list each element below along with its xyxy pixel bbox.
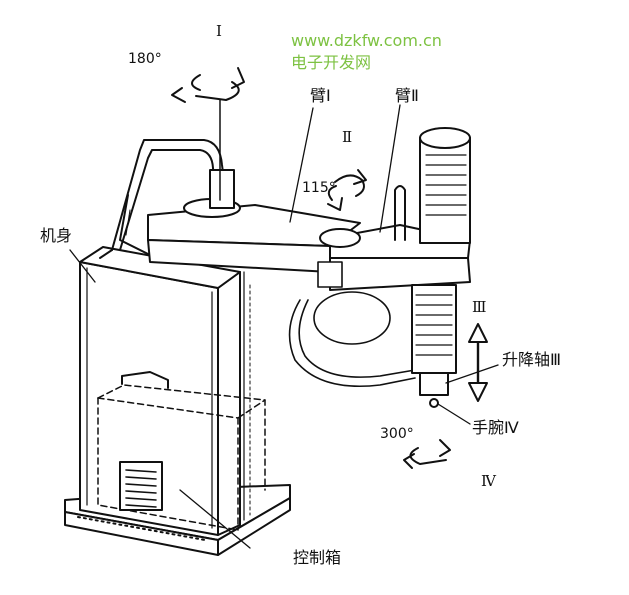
arm-1 [147,99,361,273]
cable-bundle [288,291,416,388]
axis-2-angle: 115° [302,180,336,196]
lift-axis [411,284,457,408]
machine-body [79,246,251,536]
motor-cylinder [419,127,471,244]
arm-2 [317,185,471,291]
axis-1-numeral: Ⅰ [216,22,222,40]
label-arm-2: 臂Ⅱ [395,86,419,105]
rotation-arrow-1 [171,67,245,103]
control-box [97,371,266,531]
label-arm-1: 臂Ⅰ [310,86,331,105]
axis-3-numeral: Ⅲ [472,298,487,316]
watermark-site-name: 电子开发网 [291,53,372,72]
label-machine-body: 机身 [40,226,73,245]
rotation-arrow-2 [327,169,367,211]
cable-loop [99,139,225,261]
label-lift-axis: 升降轴Ⅲ [502,350,562,369]
axis-1-angle: 180° [128,51,162,67]
axis-2-numeral: Ⅱ [342,128,353,146]
label-wrist: 手腕Ⅳ [472,418,519,437]
watermark-url: www.dzkfw.com.cn [291,31,442,50]
label-control-box: 控制箱 [293,548,342,567]
axis-4-numeral: Ⅳ [481,472,496,490]
leader-lines [69,104,499,549]
axis-4-angle: 300° [380,426,414,442]
rotation-arrow-4 [403,439,451,469]
lift-arrow-3 [468,323,488,402]
